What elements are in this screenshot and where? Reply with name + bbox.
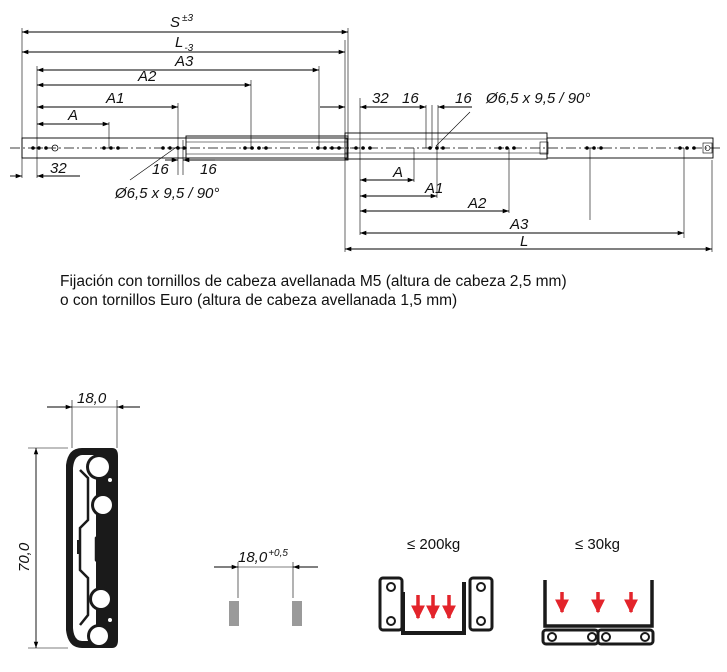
closed-label-16a: 16 — [152, 161, 169, 178]
cross-width-label: 18,0 — [77, 390, 107, 407]
open-slide-rail — [344, 132, 548, 160]
load-vertical-label: ≤ 30kg — [575, 536, 620, 553]
load-horizontal-drawer — [401, 582, 466, 635]
gap-left-rail — [229, 601, 239, 626]
closed-hole-leader — [129, 145, 179, 181]
closed-label-32: 32 — [50, 160, 67, 177]
closed-label-hole: Ø6,5 x 9,5 / 90° — [114, 185, 219, 202]
closed-label-A3: A3 — [174, 53, 194, 70]
load-case-horizontal: ≤ 200kg — [378, 536, 494, 635]
open-label-A1: A1 — [424, 180, 443, 197]
closed-label-16b: 16 — [200, 161, 217, 178]
cross-height-label: 70,0 — [16, 542, 33, 572]
closed-label-A2: A2 — [137, 68, 157, 85]
caption-line-1: Fijación con tornillos de cabeza avellan… — [60, 273, 567, 290]
closed-label-L: L-3 — [175, 34, 194, 54]
open-label-hole: Ø6,5 x 9,5 / 90° — [485, 90, 590, 107]
closed-label-S: S±3 — [170, 13, 194, 31]
mounting-caption: Fijación con tornillos de cabeza avellan… — [60, 272, 620, 310]
closed-label-A: A — [67, 107, 78, 124]
gap-label: 18,0+0,5 — [238, 548, 288, 566]
open-label-32: 32 — [372, 90, 389, 107]
closed-slide-drawing: S±3 L-3 A3 A2 A1 A 32 16 16 Ø6,5 x 9,5 /… — [10, 13, 356, 202]
open-label-A3: A3 — [509, 216, 529, 233]
load-vertical-drawer — [543, 580, 654, 628]
open-label-A2: A2 — [467, 195, 487, 212]
open-label-L: L — [520, 233, 528, 250]
cross-section-drawing: 18,0 70,0 — [16, 390, 140, 649]
open-label-16b: 16 — [455, 90, 472, 107]
open-hole-leader — [435, 111, 471, 147]
closed-label-A1: A1 — [105, 90, 124, 107]
open-label-A: A — [392, 164, 403, 181]
open-slide-holes — [354, 146, 696, 150]
gap-right-rail — [292, 601, 302, 626]
open-slide-drawing: 32 16 16 Ø6,5 x 9,5 / 90° A A1 A2 A3 L — [320, 90, 720, 252]
open-label-16a: 16 — [402, 90, 419, 107]
mounting-gap-drawing: 18,0+0,5 — [214, 548, 318, 626]
load-case-vertical: ≤ 30kg — [541, 536, 655, 646]
load-horizontal-label: ≤ 200kg — [407, 536, 460, 553]
caption-line-2: o con tornillos Euro (altura de cabeza a… — [60, 292, 458, 309]
